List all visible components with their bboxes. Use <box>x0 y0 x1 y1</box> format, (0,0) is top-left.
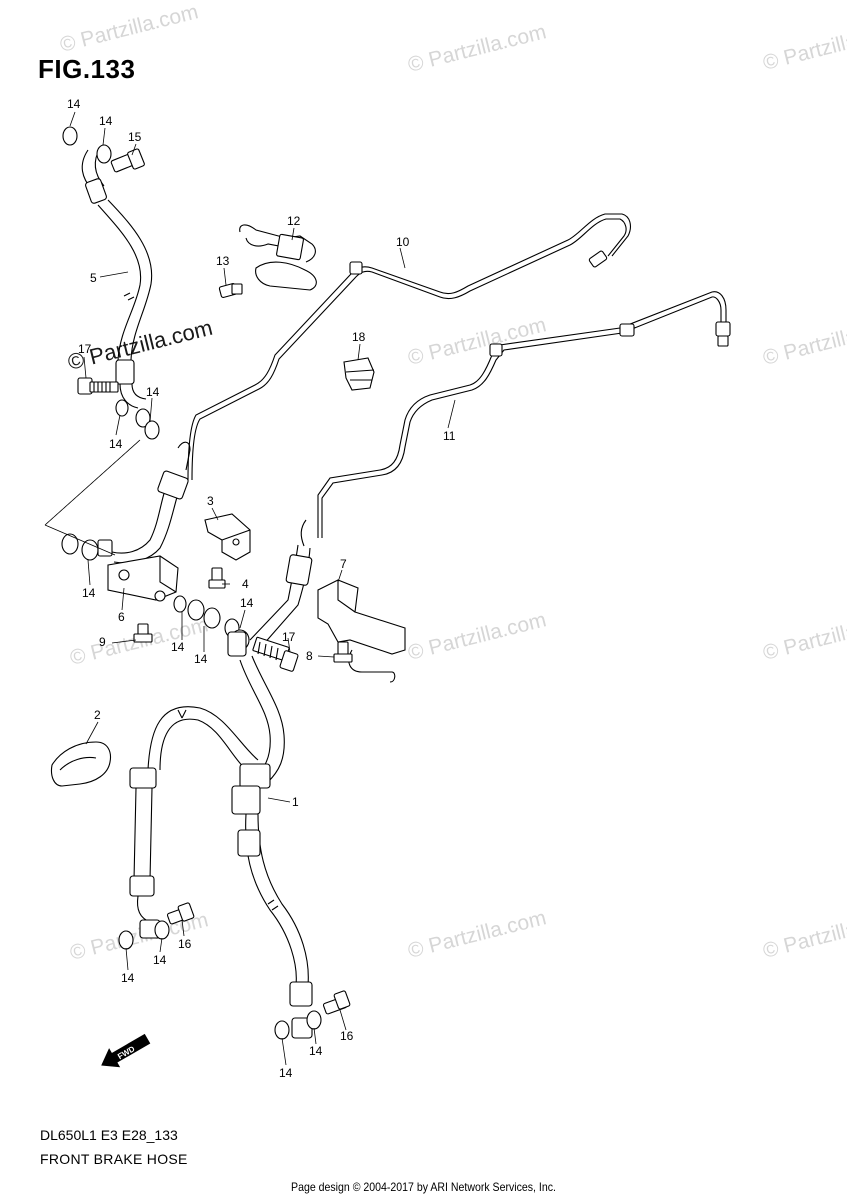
callout-7: 7 <box>340 557 347 571</box>
callout-3: 3 <box>207 494 214 508</box>
brake-pipe-10 <box>187 213 631 481</box>
callout-5: 5 <box>90 271 97 285</box>
leader-lines <box>69 111 456 1066</box>
callout-4: 4 <box>242 577 249 591</box>
clamp-2 <box>50 741 112 787</box>
callout-10: 10 <box>396 235 410 249</box>
callout-16: 16 <box>178 937 192 951</box>
callout-14: 14 <box>82 586 96 600</box>
brake-joint-6 <box>44 439 240 643</box>
brake-pipe-11 <box>317 291 731 538</box>
callout-17: 17 <box>78 342 92 356</box>
callout-6: 6 <box>118 610 125 624</box>
watermark: © Partzilla.com <box>761 313 847 370</box>
clamp-12 <box>218 224 317 298</box>
callout-14: 14 <box>194 652 208 666</box>
callout-14: 14 <box>121 971 135 985</box>
clip-18 <box>343 357 375 391</box>
section-name: FRONT BRAKE HOSE <box>40 1151 188 1167</box>
brake-hose-upper-left <box>62 126 160 440</box>
callout-12: 12 <box>287 214 301 228</box>
callout-18: 18 <box>352 330 366 344</box>
page-credit: Page design © 2004-2017 by ARI Network S… <box>291 1180 556 1194</box>
figure-title: FIG.133 <box>38 54 136 84</box>
callout-14: 14 <box>146 385 160 399</box>
watermark: © Partzilla.com <box>761 906 847 963</box>
brake-hose-lower <box>118 655 351 1040</box>
callout-16: 16 <box>340 1029 354 1043</box>
callout-11: 11 <box>443 429 456 443</box>
callout-15: 15 <box>128 130 142 144</box>
watermark: © Partzilla.com <box>58 0 201 57</box>
callout-14: 14 <box>99 114 113 128</box>
watermark: © Partzilla.com <box>406 608 549 665</box>
callout-labels: 14 14 15 5 17 14 14 12 13 10 18 11 3 4 7… <box>67 97 456 1080</box>
callout-14: 14 <box>240 596 254 610</box>
callout-14: 14 <box>171 640 185 654</box>
callout-1: 1 <box>292 795 299 809</box>
callout-8: 8 <box>306 649 313 663</box>
callout-14: 14 <box>279 1066 293 1080</box>
fwd-arrow-icon: FWD <box>101 1033 151 1068</box>
watermark: © Partzilla.com <box>761 608 847 665</box>
callout-14: 14 <box>109 437 123 451</box>
callout-9: 9 <box>99 635 106 649</box>
watermark: © Partzilla.com <box>406 20 549 77</box>
callout-13: 13 <box>216 254 230 268</box>
callout-2: 2 <box>94 708 101 722</box>
callout-14: 14 <box>309 1044 323 1058</box>
bracket-3 <box>204 513 251 589</box>
bracket-7 <box>317 579 406 683</box>
callout-14: 14 <box>67 97 81 111</box>
callout-14: 14 <box>153 953 167 967</box>
watermark: © Partzilla.com <box>761 18 847 75</box>
watermark: © Partzilla.com <box>406 906 549 963</box>
callout-17: 17 <box>282 630 296 644</box>
brake-hose-middle <box>227 519 313 672</box>
model-code: DL650L1 E3 E28_133 <box>40 1127 178 1143</box>
